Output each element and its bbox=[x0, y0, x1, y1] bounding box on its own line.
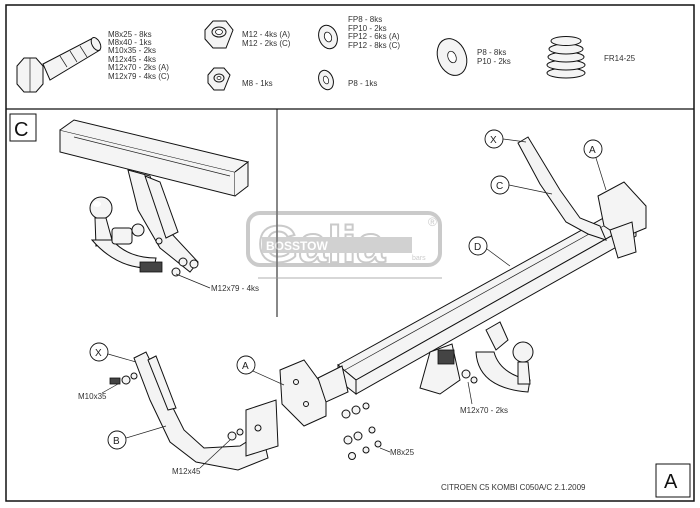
main-towball-assembly bbox=[419, 321, 534, 395]
callout-m8x25: M8x25 bbox=[390, 448, 415, 457]
svg-text:X: X bbox=[490, 135, 497, 146]
part-bubble-b: B bbox=[107, 425, 167, 450]
detail-bolt-cluster bbox=[139, 259, 199, 277]
detail-corner-label: C bbox=[14, 119, 28, 141]
callout-leader-m12x45 bbox=[199, 439, 231, 469]
bolt-spec-1: M8x25 - 8ks bbox=[108, 30, 152, 39]
plate-spec-1: P8 - 8ks bbox=[477, 48, 506, 57]
detail-bolt-callout: M12x79 - 4ks bbox=[211, 284, 259, 293]
bolt-spec-4: M12x45 - 4ks bbox=[108, 55, 156, 64]
detail-corner-box bbox=[9, 113, 37, 142]
washer-small-spec: P8 - 1ks bbox=[348, 79, 377, 88]
galia-watermark: Galia BOSSTOW bars ® bbox=[246, 211, 442, 279]
detail-leader bbox=[175, 273, 211, 289]
document-id: CITROEN C5 KOMBI C050A/C 2.1.2009 bbox=[441, 483, 586, 492]
svg-text:A: A bbox=[242, 361, 249, 372]
part-bubble-d: D bbox=[468, 236, 511, 267]
spring-spec: FR14-25 bbox=[604, 54, 636, 63]
callout-leader-m12x70 bbox=[467, 381, 473, 405]
part-bubble-a-left: A bbox=[236, 355, 285, 386]
bolt-spec-3: M10x35 - 2ks bbox=[108, 46, 156, 55]
main-left-bracket bbox=[279, 359, 349, 427]
washer-spec-4: FP12 - 8ks (C) bbox=[348, 41, 400, 50]
part-bubble-c: C bbox=[490, 175, 553, 195]
washer-small-icon bbox=[318, 69, 334, 91]
bolt-spec-2: M8x40 - 1ks bbox=[108, 38, 152, 47]
callout-m12x70: M12x70 - 2ks bbox=[460, 406, 508, 415]
svg-text:C: C bbox=[496, 181, 503, 192]
callout-leader-m10 bbox=[101, 383, 119, 394]
svg-text:A: A bbox=[589, 145, 596, 156]
main-left-sidearm bbox=[133, 351, 279, 471]
washer-spec-1: FP8 - 8ks bbox=[348, 15, 382, 24]
main-right-sidearm bbox=[517, 136, 647, 259]
part-bubble-a-right: A bbox=[583, 139, 607, 191]
nut-large-icon bbox=[204, 20, 234, 49]
sheet-label: A bbox=[664, 471, 678, 493]
nut-small-spec: M8 - 1ks bbox=[242, 79, 273, 88]
watermark-registered: ® bbox=[428, 215, 437, 229]
washer-spec-list: FP8 - 8ks FP10 - 2ks FP12 - 6ks (A) FP12… bbox=[348, 15, 400, 50]
plate-spec-2: P10 - 2ks bbox=[477, 57, 511, 66]
svg-text:D: D bbox=[474, 242, 481, 253]
plate-washer-icon bbox=[436, 38, 468, 76]
watermark-sub2: bars bbox=[412, 255, 426, 262]
bolt-spec-6: M12x79 - 4ks (C) bbox=[108, 72, 170, 81]
svg-text:X: X bbox=[95, 348, 102, 359]
nut-small-icon bbox=[207, 67, 231, 91]
bolt-icon bbox=[16, 37, 102, 93]
svg-text:B: B bbox=[113, 436, 120, 447]
callout-leader-m8 bbox=[379, 447, 391, 453]
callout-m12x45: M12x45 bbox=[172, 467, 201, 476]
spring-icon bbox=[546, 36, 586, 79]
drawing-frame bbox=[5, 4, 695, 502]
nut-spec-2: M12 - 2ks (C) bbox=[242, 39, 291, 48]
watermark-brand: Galia bbox=[258, 216, 386, 274]
bolt-spec-5: M12x70 - 2ks (A) bbox=[108, 63, 169, 72]
nut-spec-1: M12 - 4ks (A) bbox=[242, 30, 290, 39]
sheet-label-box bbox=[655, 463, 691, 498]
watermark-sub: BOSSTOW bbox=[266, 239, 328, 253]
main-fasteners bbox=[109, 372, 382, 460]
washer-spec-3: FP12 - 6ks (A) bbox=[348, 32, 400, 41]
part-bubble-x-right: X bbox=[484, 129, 527, 149]
bolt-spec-list: M8x25 - 8ks M8x40 - 1ks M10x35 - 2ks M12… bbox=[108, 30, 170, 81]
washer-spec-2: FP10 - 2ks bbox=[348, 24, 387, 33]
callout-m10x35: M10x35 bbox=[78, 392, 107, 401]
washer-icon bbox=[318, 24, 338, 50]
part-bubble-x-left: X bbox=[89, 342, 137, 363]
detail-beam bbox=[59, 119, 250, 197]
